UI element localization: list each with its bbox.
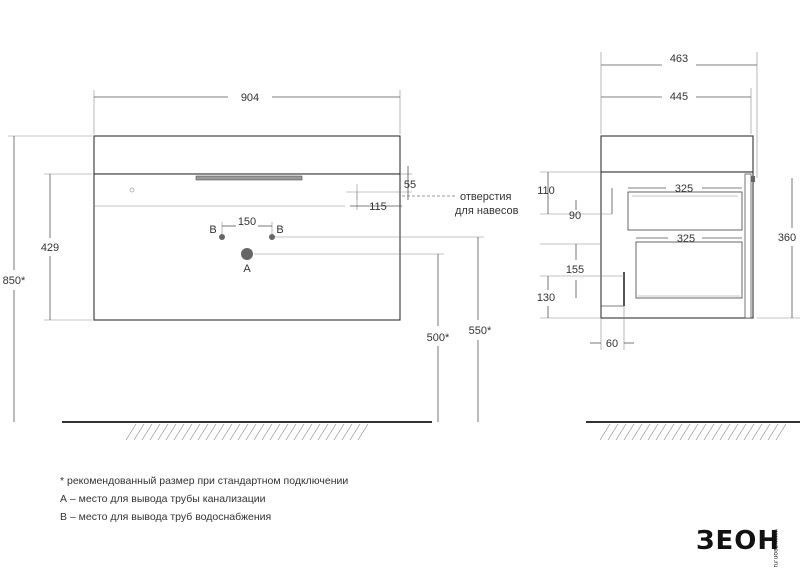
water-supply-point-left	[219, 234, 225, 240]
dim-90: 90	[569, 210, 581, 222]
holes-label-line2: для навесов	[455, 205, 519, 217]
front-countertop	[93, 135, 401, 175]
front-view: 904 850* 429 55 115 отверстия для навесо…	[3, 90, 519, 441]
side-handle	[751, 176, 755, 182]
dim-drawer-bottom-depth: 325	[677, 233, 695, 245]
hole-marker	[129, 187, 135, 193]
dim-hole-offset-v: 55	[404, 179, 416, 191]
dim-depth-total: 463	[670, 53, 688, 65]
point-b-right-label: B	[276, 224, 283, 236]
dim-hole-offset-h: 115	[369, 201, 387, 213]
side-view: 463 445 325 325 110 90 155 130	[537, 52, 800, 441]
floor-hatch-front	[125, 423, 369, 441]
logo-side-text: www.zeon.ru	[772, 529, 779, 568]
dim-60: 60	[606, 338, 618, 350]
holes-label-line1: отверстия	[460, 191, 512, 203]
dim-body-height: 429	[41, 242, 59, 254]
note-recommended: * рекомендованный размер при стандартном…	[60, 475, 349, 487]
dim-depth-body: 445	[670, 91, 688, 103]
point-a-label: A	[243, 263, 251, 275]
dim-pipe-spacing: 150	[238, 216, 256, 228]
upper-drawer	[627, 191, 743, 231]
point-b-left-label: B	[209, 224, 216, 236]
front-cabinet	[93, 173, 401, 321]
side-cabinet	[600, 171, 754, 319]
dim-110: 110	[537, 185, 555, 197]
dim-water-height: 550*	[469, 325, 492, 337]
dim-width-total: 904	[241, 92, 259, 104]
water-supply-point-right	[269, 234, 275, 240]
lower-drawer	[635, 241, 743, 299]
floor-hatch-side	[599, 423, 787, 441]
dim-155: 155	[566, 264, 584, 276]
note-water: В – место для вывода труб водоснабжения	[60, 511, 272, 523]
side-front-panel	[744, 173, 752, 319]
drawer-handle	[195, 175, 303, 181]
brand-logo: ЗЕОН www.zeon.ru	[696, 526, 796, 568]
logo-text: ЗЕОН	[696, 526, 781, 556]
dim-drain-height: 500*	[427, 332, 450, 344]
note-drain: А – место для вывода трубы канализации	[60, 493, 266, 505]
drain-point	[241, 248, 253, 260]
dim-360: 360	[778, 232, 796, 244]
dim-drawer-top-depth: 325	[675, 183, 693, 195]
dim-height-total: 850*	[3, 275, 26, 287]
dim-130: 130	[537, 292, 555, 304]
side-countertop	[600, 135, 754, 173]
footnotes: * рекомендованный размер при стандартном…	[60, 472, 348, 526]
